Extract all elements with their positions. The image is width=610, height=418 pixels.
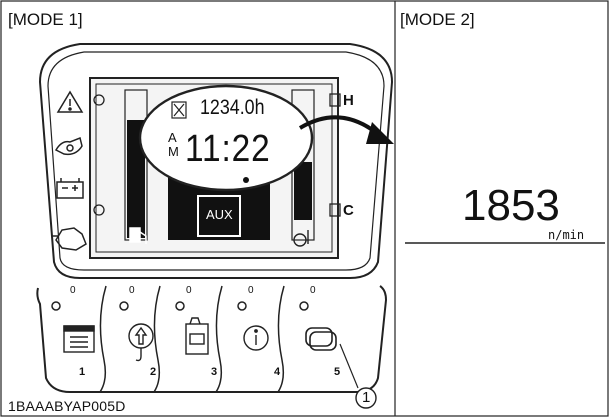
callout-circle (355, 387, 377, 409)
housing-inner (47, 51, 385, 271)
warning-icon (56, 90, 84, 113)
button-4-number: 4 (274, 366, 281, 378)
fuel-gauge-fill (127, 120, 145, 238)
figure-code: 1BAAABYAP005D (8, 398, 126, 414)
temp-gauge-fill (294, 162, 312, 220)
button-1-indicator: 0 (129, 285, 135, 296)
callout-number: 1 (362, 389, 371, 406)
cold-marker: C (343, 202, 354, 219)
engine-icon (52, 227, 87, 251)
battery-icon (56, 178, 84, 199)
lift-icon (128, 323, 154, 362)
button-2-indicator: 0 (186, 285, 192, 296)
hourglass-icon (171, 101, 187, 119)
info-icon (243, 325, 269, 351)
button-3-number: 3 (211, 366, 218, 378)
rpm-unit: n/min (548, 228, 585, 242)
mode1-label: [MODE 1] (8, 10, 83, 29)
button-4-indicator: 0 (310, 285, 316, 296)
button-3-indicator: 0 (248, 285, 254, 296)
clock-reading: 11:22 (185, 128, 271, 170)
high-marker: H (343, 92, 354, 109)
fuel-pump-icon (129, 227, 147, 244)
aux-label: AUX (206, 207, 233, 222)
am-indicator-top: A (168, 130, 177, 145)
callout-leader (339, 343, 359, 389)
rpm-value: 1853 (462, 181, 560, 230)
button-5-number: 5 (334, 366, 341, 378)
magnify-ellipse (138, 84, 314, 192)
button-5-indicator: 0 (70, 285, 76, 296)
mode-switch-icon (305, 327, 337, 351)
am-indicator-bottom: M (168, 144, 179, 159)
button-2-number: 2 (150, 366, 157, 378)
mode2-label: [MODE 2] (400, 10, 475, 29)
aux-box (197, 195, 241, 237)
housing-outer (38, 43, 394, 279)
button-row (51, 285, 309, 393)
menu-icon (63, 325, 95, 353)
lcd-inner (95, 83, 333, 253)
hour-meter-reading: 1234.0h (200, 96, 265, 119)
aux-icon (185, 317, 209, 355)
button-1-number: 1 (79, 366, 86, 378)
oil-pressure-icon (54, 136, 83, 156)
mode-arrow-head (366, 122, 394, 144)
housing-lower (36, 285, 388, 393)
temperature-icon (293, 230, 309, 247)
